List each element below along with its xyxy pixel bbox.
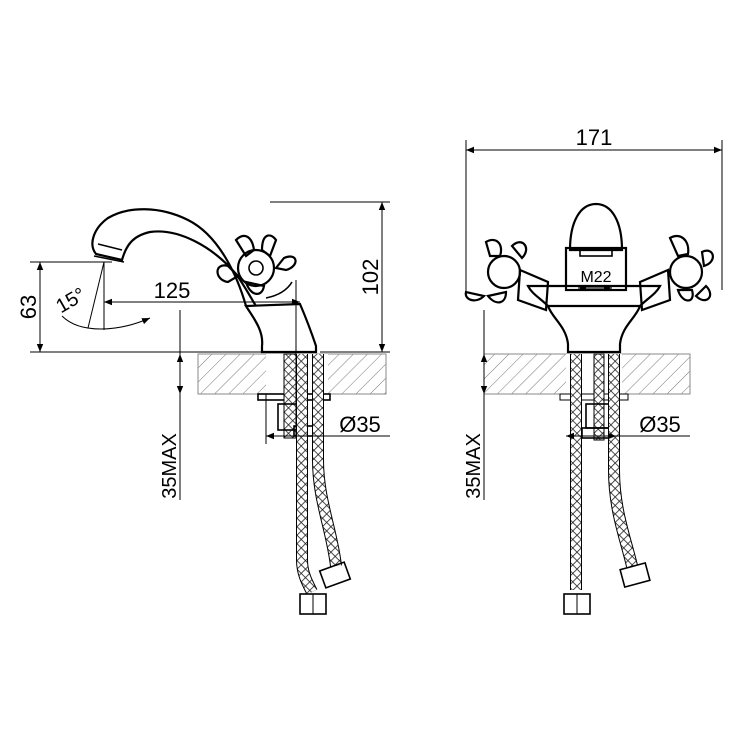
dim-max-thickness: 35MAX [159,433,181,499]
cross-handle-left [464,238,528,304]
faucet-body-front [546,304,642,354]
dim-spout-angle: 15° [52,284,89,318]
faucet-body [244,302,318,354]
spout-cap [568,202,624,252]
hose-fitting-2 [318,561,352,589]
thread-label: M22 [580,269,611,286]
hose-fitting-front-2 [619,561,651,589]
front-view: M22 [463,125,723,615]
side-view: 102 63 125 15° 35MAX Ø35 [16,201,390,615]
cross-handle-right [668,234,714,302]
dim-max-thickness-front: 35MAX [463,433,485,499]
dim-hole-diameter: Ø35 [339,412,381,437]
dim-total-width: 171 [576,125,613,150]
dim-total-height: 102 [358,259,383,296]
dim-spout-height: 63 [16,295,41,319]
dim-spout-reach: 125 [154,278,191,303]
cross-handle [216,234,297,295]
dim-hole-diameter-front: Ø35 [639,412,681,437]
